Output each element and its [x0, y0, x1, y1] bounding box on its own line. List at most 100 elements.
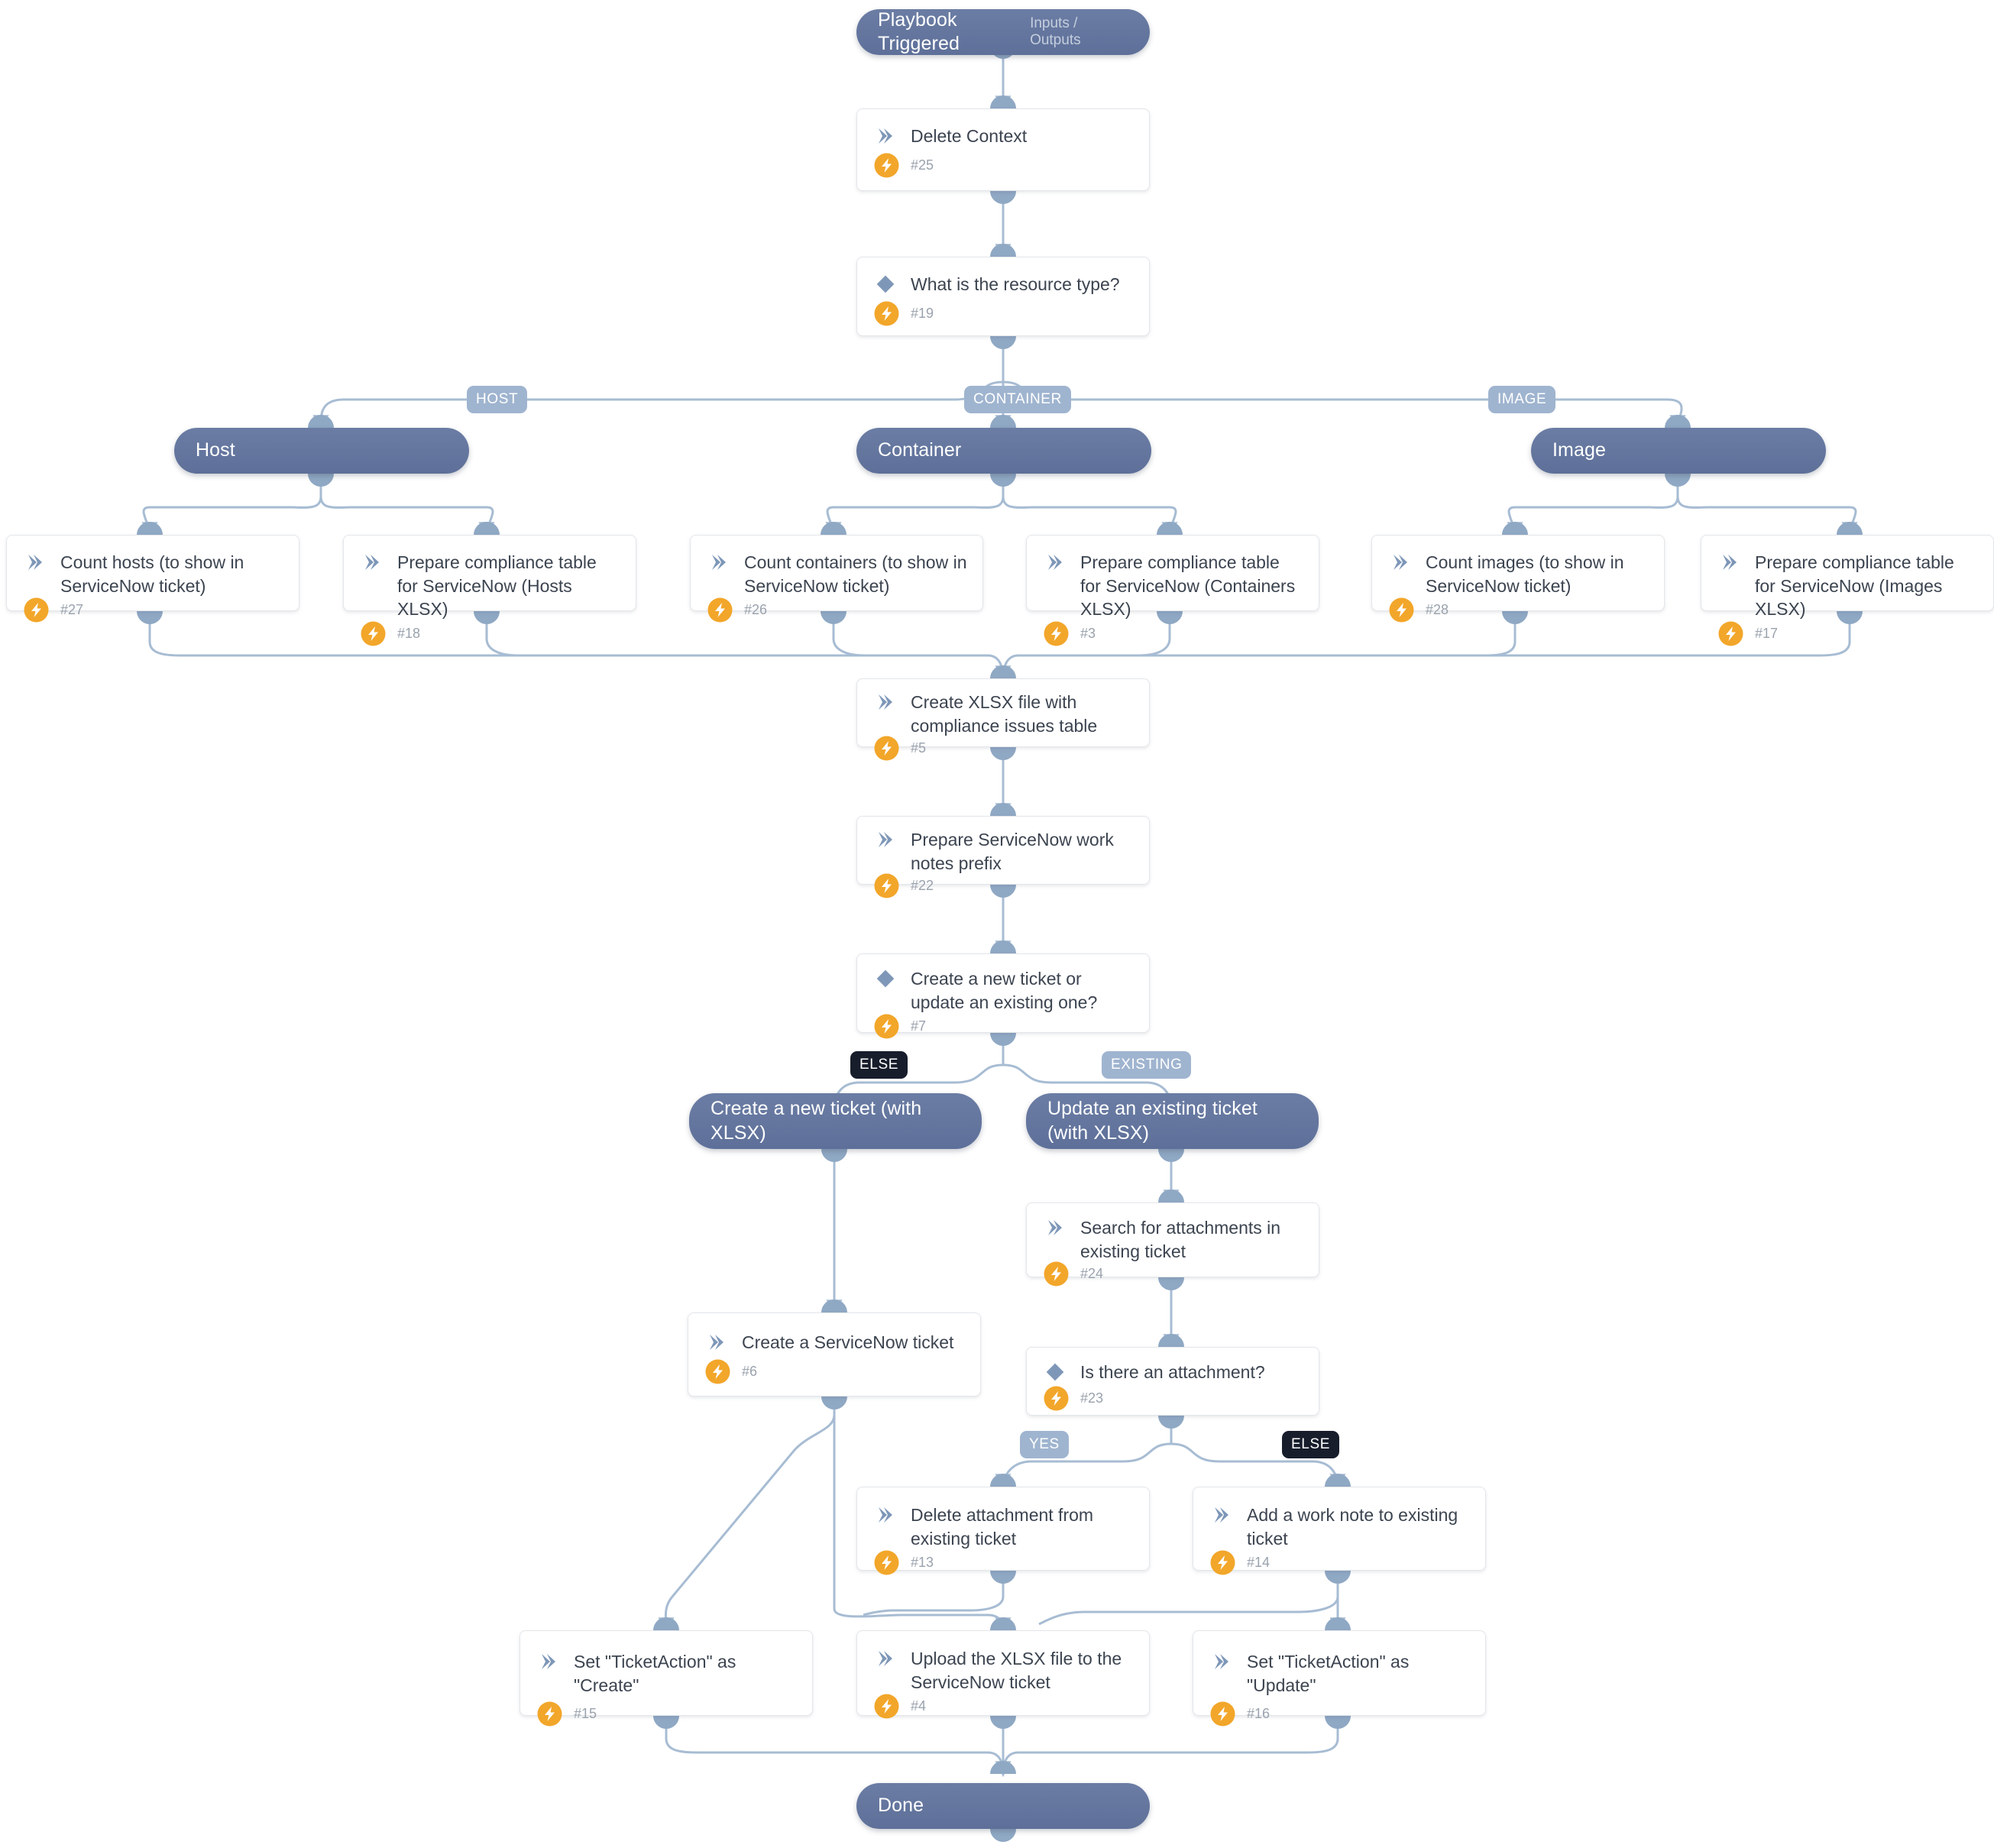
task-footer: #23: [1027, 1381, 1319, 1422]
automation-bolt-icon: [1044, 1261, 1069, 1286]
task-node-add-work-note[interactable]: Add a work note to existing ticket #14: [1193, 1487, 1486, 1575]
task-node-create-servicenow-ticket[interactable]: Create a ServiceNow ticket #6: [688, 1312, 981, 1397]
task-footer: #19: [857, 296, 1149, 337]
task-node-count-containers[interactable]: Count containers (to show in ServiceNow …: [690, 535, 983, 623]
task-title: Prepare compliance table for ServiceNow …: [1755, 552, 1954, 620]
task-number: #15: [574, 1706, 597, 1722]
task-title-row: Delete attachment from existing ticket: [857, 1487, 1149, 1550]
task-footer: #28: [1372, 593, 1664, 633]
task-number: #19: [911, 305, 934, 321]
task-node-what-is-resource-type[interactable]: What is the resource type? #19: [856, 257, 1150, 336]
action-chevron-icon: [1048, 555, 1062, 570]
section-create-new-ticket[interactable]: Create a new ticket (with XLSX): [689, 1093, 982, 1149]
task-title-row: Delete Context: [857, 109, 1149, 148]
task-title-row: Create XLSX file with compliance issues …: [857, 679, 1149, 737]
action-chevron-icon: [879, 832, 892, 847]
task-number: #17: [1755, 625, 1779, 641]
task-node-count-hosts[interactable]: Count hosts (to show in ServiceNow ticke…: [6, 535, 299, 623]
task-title-row: Set "TicketAction" as "Update": [1193, 1631, 1485, 1697]
automation-bolt-icon: [1210, 1701, 1235, 1727]
task-node-prepare-work-notes-prefix[interactable]: Prepare ServiceNow work notes prefix #22: [856, 816, 1150, 898]
task-number: #14: [1247, 1555, 1271, 1571]
section-container[interactable]: Container: [856, 428, 1151, 474]
automation-bolt-icon: [707, 597, 733, 623]
task-node-prepare-table-containers[interactable]: Prepare compliance table for ServiceNow …: [1026, 535, 1319, 646]
inputs-outputs-link[interactable]: Inputs / Outputs: [1030, 15, 1081, 48]
task-number: #25: [911, 157, 934, 173]
action-chevron-icon: [879, 1651, 892, 1666]
task-title: Create XLSX file with compliance issues …: [911, 692, 1098, 736]
task-number: #18: [397, 625, 421, 641]
branch-label-host[interactable]: HOST: [467, 386, 528, 413]
action-chevron-icon: [879, 1507, 892, 1523]
task-title-row: Search for attachments in existing ticke…: [1027, 1203, 1319, 1263]
task-node-create-or-update-decision[interactable]: Create a new ticket or update an existin…: [856, 953, 1150, 1039]
task-footer: #24: [1027, 1257, 1319, 1297]
action-chevron-icon: [28, 555, 42, 570]
task-title: Create a new ticket or update an existin…: [911, 969, 1098, 1012]
task-footer: #5: [857, 731, 1149, 772]
section-host[interactable]: Host: [174, 428, 469, 474]
section-playbook-triggered[interactable]: Playbook Triggered Inputs / Outputs: [856, 9, 1150, 55]
task-node-prepare-table-images[interactable]: Prepare compliance table for ServiceNow …: [1701, 535, 1994, 646]
task-title: Is there an attachment?: [1080, 1362, 1265, 1382]
section-label: Playbook Triggered: [878, 8, 960, 54]
task-footer: #6: [688, 1354, 980, 1395]
task-title-row: Count containers (to show in ServiceNow …: [691, 536, 982, 597]
automation-bolt-icon: [1044, 1386, 1069, 1411]
action-chevron-icon: [879, 694, 892, 710]
task-node-delete-context[interactable]: Delete Context #25: [856, 108, 1150, 191]
task-title: Prepare ServiceNow work notes prefix: [911, 830, 1114, 873]
task-node-delete-attachment[interactable]: Delete attachment from existing ticket #…: [856, 1487, 1150, 1575]
task-title-row: Upload the XLSX file to the ServiceNow t…: [857, 1631, 1149, 1694]
task-title: Count containers (to show in ServiceNow …: [744, 552, 967, 596]
task-number: #7: [911, 1018, 927, 1034]
action-chevron-icon: [542, 1654, 555, 1669]
task-title-row: Is there an attachment?: [1027, 1348, 1319, 1384]
task-node-search-attachments[interactable]: Search for attachments in existing ticke…: [1026, 1202, 1319, 1286]
task-node-set-ticketaction-create[interactable]: Set "TicketAction" as "Create" #15: [520, 1630, 813, 1727]
branch-label-existing[interactable]: EXISTING: [1102, 1051, 1192, 1079]
section-image[interactable]: Image: [1531, 428, 1826, 474]
task-title-row: Prepare ServiceNow work notes prefix: [857, 817, 1149, 875]
task-number: #27: [60, 602, 84, 618]
task-node-set-ticketaction-update[interactable]: Set "TicketAction" as "Update" #16: [1193, 1630, 1486, 1727]
task-number: #4: [911, 1698, 927, 1714]
task-node-create-xlsx-file[interactable]: Create XLSX file with compliance issues …: [856, 678, 1150, 761]
branch-label-image[interactable]: IMAGE: [1488, 386, 1556, 413]
task-node-is-there-attachment[interactable]: Is there an attachment? #23: [1026, 1347, 1319, 1416]
branch-label-text: ELSE: [1291, 1436, 1330, 1452]
task-node-prepare-table-hosts[interactable]: Prepare compliance table for ServiceNow …: [343, 535, 636, 646]
automation-bolt-icon: [1718, 621, 1743, 646]
automation-bolt-icon: [874, 301, 899, 326]
automation-bolt-icon: [874, 153, 899, 178]
branch-label-text: YES: [1029, 1436, 1060, 1452]
automation-bolt-icon: [1210, 1550, 1235, 1575]
task-node-count-images[interactable]: Count images (to show in ServiceNow tick…: [1371, 535, 1665, 623]
action-chevron-icon: [879, 128, 892, 144]
section-label: Update an existing ticket (with XLSX): [1047, 1098, 1258, 1144]
task-number: #3: [1080, 625, 1096, 641]
task-footer: #27: [7, 593, 299, 633]
action-chevron-icon: [1048, 1220, 1062, 1235]
task-title: Set "TicketAction" as "Update": [1247, 1652, 1410, 1695]
task-number: #5: [911, 740, 927, 756]
task-number: #26: [744, 602, 768, 618]
branch-label-text: HOST: [476, 391, 519, 407]
branch-label-text: IMAGE: [1497, 391, 1547, 407]
branch-label-else-worknote[interactable]: ELSE: [1282, 1431, 1339, 1458]
section-done[interactable]: Done: [856, 1783, 1150, 1829]
action-chevron-icon: [365, 555, 379, 570]
task-number: #16: [1247, 1706, 1271, 1722]
task-footer: #22: [857, 869, 1149, 909]
task-footer: #25: [857, 148, 1149, 189]
branch-label-yes[interactable]: YES: [1020, 1431, 1069, 1458]
task-footer: #15: [520, 1697, 812, 1737]
branch-label-container[interactable]: CONTAINER: [964, 386, 1071, 413]
task-number: #23: [1080, 1390, 1104, 1406]
section-update-existing-ticket[interactable]: Update an existing ticket (with XLSX): [1026, 1093, 1319, 1149]
task-node-upload-xlsx[interactable]: Upload the XLSX file to the ServiceNow t…: [856, 1630, 1150, 1719]
automation-bolt-icon: [874, 1550, 899, 1575]
branch-label-else-create[interactable]: ELSE: [850, 1051, 908, 1079]
